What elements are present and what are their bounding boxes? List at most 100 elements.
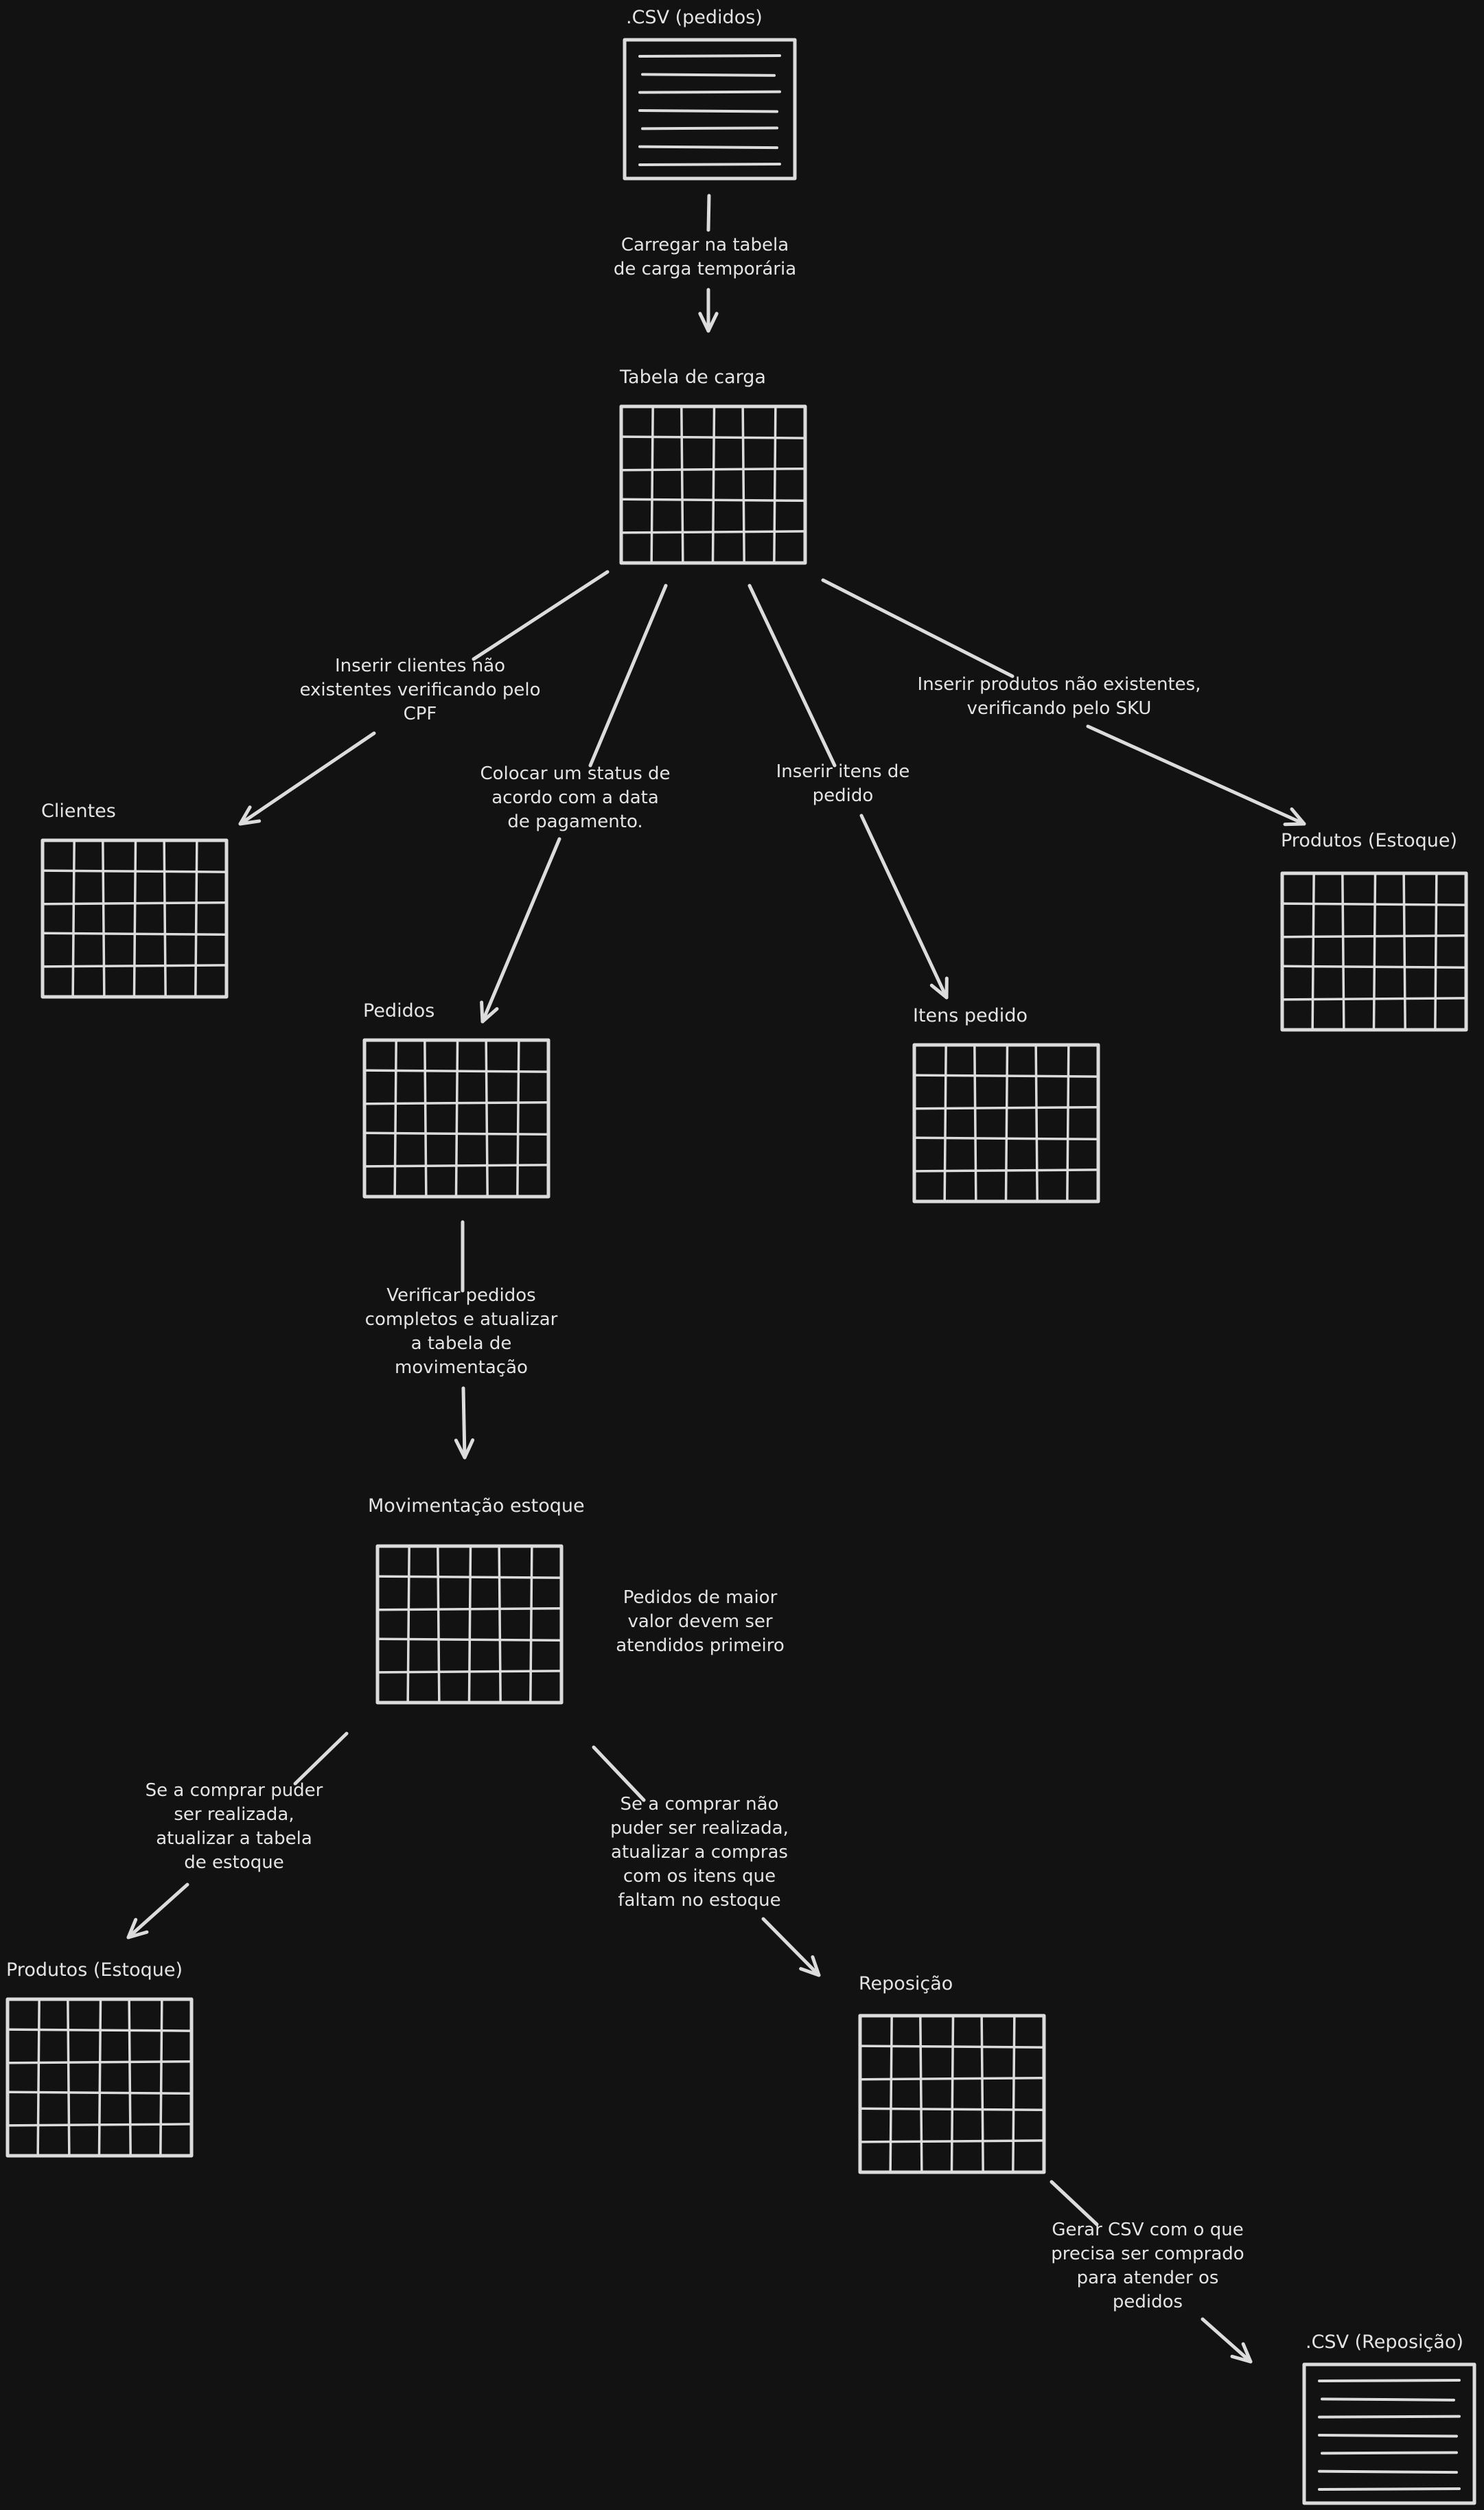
table-column-line [711,406,716,563]
node-title: Produtos (Estoque) [6,1959,183,1981]
document-line [638,145,778,150]
document-frame [623,38,797,181]
edge-inserir-produtos[interactable]: Inserir produtos não existentes,verifica… [821,578,1306,827]
arrow-line [472,570,610,661]
node-title: Pedidos [363,1000,434,1022]
arrow-head [1283,807,1306,827]
table-row-line [8,2123,192,2127]
edge-label-line: Inserir clientes não [335,656,505,676]
edge-label: Verificar pedidos completos e atualizar a … [365,1285,558,1378]
table-icon [619,404,807,565]
table-column-line [650,406,654,563]
table-column-line [194,840,198,997]
table-row-line [364,1069,548,1073]
table-column-line [1012,2016,1016,2172]
edge-label-line: com os itens que [623,1866,776,1887]
table-column-line [1066,1045,1070,1201]
table-column-line [943,1045,947,1201]
edge-label-line: faltam no estoque [618,1890,780,1911]
node-csv-pedidos[interactable]: .CSV (pedidos) [623,7,797,181]
table-column-line [1034,1045,1039,1201]
table-column-line [529,1546,533,1703]
arrow-line [480,837,561,1024]
table-column-line [516,1040,520,1197]
document-line [641,73,776,77]
table-row-line [914,1105,1098,1110]
node-tabela-de-carga[interactable]: Tabela de carga [619,367,807,565]
table-column-line [393,1040,397,1197]
edge-verificar-pedidos[interactable]: Verificar pedidos completos e atualizar a … [365,1220,558,1460]
arrow-line [1201,2317,1253,2364]
edge-label-line: existentes verificando pelo [299,680,540,700]
node-movimentacao-estoque[interactable]: Movimentação estoque [368,1495,585,1705]
node-clientes[interactable]: Clientes [40,801,229,999]
node-title: Clientes [41,801,116,822]
edge-label-line: Carregar na tabela [621,235,789,255]
table-frame [1280,871,1468,1032]
arrow-line [747,584,837,768]
note-line: atendidos primeiro [616,1635,785,1656]
edge-label-line: a tabela de [411,1333,512,1354]
document-line [1318,2469,1458,2474]
arrow-line [706,194,711,232]
table-row-line [378,1670,561,1674]
edge-inserir-clientes[interactable]: Inserir clientes não existentes verifican… [238,570,610,826]
table-icon [5,1997,194,2158]
arrow-head [799,1955,821,1977]
table-icon [375,1544,564,1705]
table-row-line [914,1136,1098,1141]
table-column-line [973,1045,977,1201]
table-frame [619,404,807,565]
table-row-line [43,932,227,936]
table-row-line [1282,997,1466,1001]
document-line [638,109,778,113]
table-row-line [378,1575,561,1579]
table-column-line [950,2016,955,2172]
arrow-head [1230,2342,1253,2364]
document-frame [1302,2362,1476,2505]
table-column-line [1434,873,1438,1030]
table-column-line [406,1546,410,1703]
edge-label-line: completos e atualizar [365,1309,558,1330]
table-row-line [8,2060,192,2064]
table-row-line [364,1164,548,1168]
arrow-line [821,578,1015,678]
table-row-line [378,1637,561,1642]
node-title: .CSV (Reposição) [1306,2331,1463,2353]
node-pedidos[interactable]: Pedidos [362,1000,550,1199]
node-itens-pedido[interactable]: Itens pedido [912,1005,1100,1204]
node-reposicao[interactable]: Reposição [858,1973,1046,2174]
edge-carregar[interactable]: Carregar na tabela de carga temporária [614,194,796,333]
table-column-line [467,1546,472,1703]
node-title: Reposição [859,1973,953,1994]
table-row-line [364,1101,548,1105]
arrow-line [859,814,949,1000]
table-row-line [914,1168,1098,1173]
table-icon [858,2014,1046,2174]
node-produtos-estoque-top[interactable]: Produtos (Estoque) [1280,830,1468,1032]
edge-label-line: de carga temporária [614,259,796,279]
edge-label-line: acordo com a data [491,787,659,808]
edge-label-line: movimentação [395,1357,528,1378]
table-column-line [1311,873,1315,1030]
node-produtos-estoque-bottom[interactable]: Produtos (Estoque) [5,1959,194,2158]
edge-label-line: Inserir itens de [776,761,910,782]
table-column-line [1402,873,1406,1030]
table-column-line [1004,1045,1009,1201]
edge-label-line: pedidos [1113,2292,1183,2312]
table-row-line [1282,902,1466,906]
table-row-line [43,901,227,906]
table-row-line [621,530,805,534]
node-csv-reposicao[interactable]: .CSV (Reposição) [1302,2331,1476,2505]
arrow-head [698,312,719,333]
edge-label-line: Verificar pedidos [386,1285,535,1306]
